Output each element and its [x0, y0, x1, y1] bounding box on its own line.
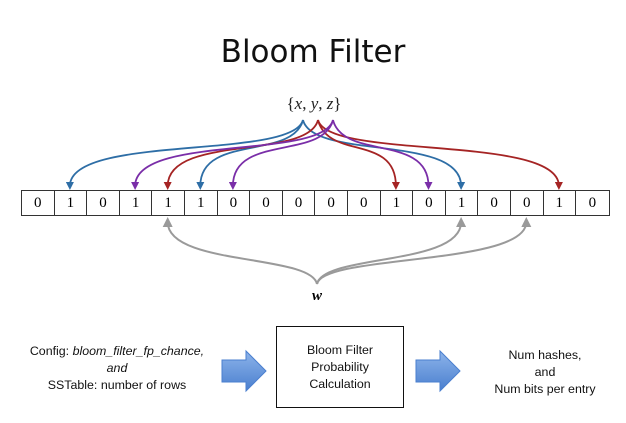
diagram-title: Bloom Filter [220, 34, 406, 70]
bit-cell: 1 [381, 191, 414, 215]
hash-arrow-w [316, 217, 532, 285]
config-and: and [106, 361, 128, 375]
config-prefix: Config: [29, 344, 73, 358]
hash-arrow-y [317, 119, 400, 190]
bit-cell: 1 [120, 191, 153, 215]
hash-arrow-z [228, 119, 334, 190]
set-element-x: x [294, 94, 303, 113]
calc-line-1: Bloom Filter [306, 342, 374, 357]
set-element-z: z [326, 94, 334, 113]
bit-cell: 0 [87, 191, 120, 215]
bit-cell: 0 [283, 191, 316, 215]
output-text: Num hashes, and Num bits per entry [470, 347, 620, 398]
bit-cell: 0 [348, 191, 381, 215]
hash-arrow-z [131, 119, 334, 190]
hash-arrow-z [332, 119, 433, 190]
hash-arrows-group [65, 119, 563, 285]
bit-cell: 0 [22, 191, 55, 215]
bit-cell: 0 [413, 191, 446, 215]
input-set-label: {x, y, z} [270, 94, 358, 114]
calc-line-2: Probability [311, 359, 369, 374]
sstable-rows-label: SSTable: number of rows [47, 378, 187, 392]
bit-cell: 1 [152, 191, 185, 215]
block-arrow-left [221, 349, 267, 393]
bit-cell: 1 [185, 191, 218, 215]
config-param: bloom_filter_fp_chance, [72, 344, 205, 358]
calculation-box: Bloom Filter Probability Calculation [276, 326, 404, 408]
config-input-text: Config: bloom_filter_fp_chance, and SSTa… [8, 343, 226, 394]
set-separator: , [302, 94, 311, 113]
bit-cell: 1 [446, 191, 479, 215]
bit-cell: 0 [315, 191, 348, 215]
bit-cell: 0 [250, 191, 283, 215]
bit-cell: 0 [218, 191, 251, 215]
hash-arrow-w [162, 217, 318, 285]
set-separator: , [318, 94, 327, 113]
bit-cell: 1 [55, 191, 88, 215]
bit-cell: 0 [588, 195, 597, 211]
query-element-w: w [311, 288, 322, 304]
bit-cell: 1 [544, 191, 577, 215]
set-close-brace: } [333, 94, 342, 113]
calc-line-3: Calculation [309, 376, 371, 391]
bit-cell: 0 [511, 191, 544, 215]
set-open-brace: { [286, 94, 295, 113]
bit-cell: 0 [478, 191, 511, 215]
hash-arrow-x [196, 119, 304, 190]
block-arrow-right [415, 349, 461, 393]
output-line-3: Num bits per entry [494, 382, 596, 396]
hash-arrow-x [65, 119, 304, 190]
output-line-2: and [534, 365, 556, 379]
hash-arrow-w [316, 217, 467, 285]
output-line-1: Num hashes, [508, 348, 582, 362]
hash-arrow-y [317, 119, 563, 190]
set-element-y: y [310, 94, 319, 113]
